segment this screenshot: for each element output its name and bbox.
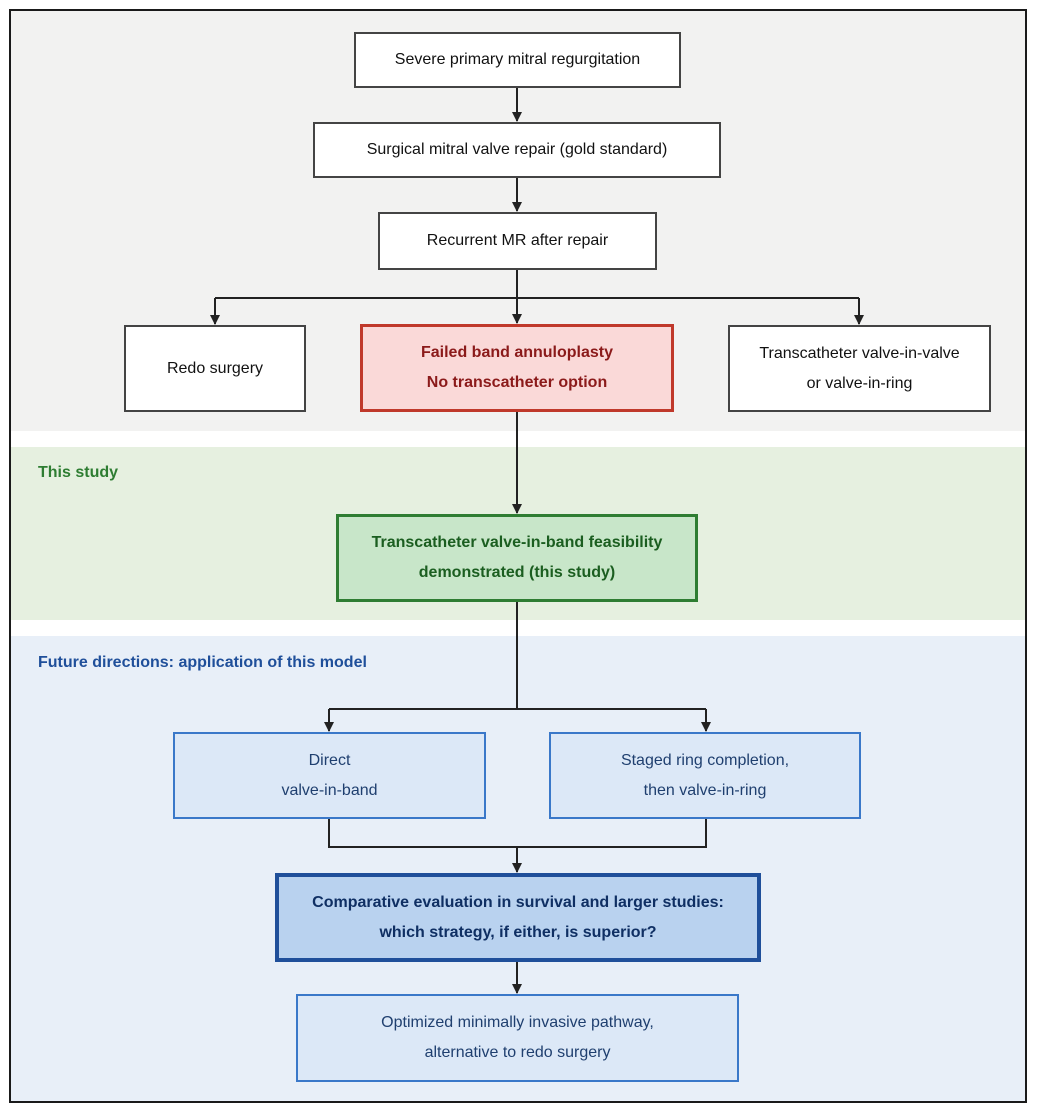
node-comparative-line1: Comparative evaluation in survival and l… (312, 893, 724, 911)
node-optimized-pathway: Optimized minimally invasive pathway, al… (296, 994, 739, 1082)
node-tc-vib-line1: Transcatheter valve-in-band feasibility (371, 534, 663, 551)
node-surgical-repair-label: Surgical mitral valve repair (gold stand… (366, 141, 668, 158)
node-recurrent-mr: Recurrent MR after repair (378, 212, 657, 270)
node-failed-band-line2: No transcatheter option (426, 374, 608, 391)
node-tc-viv-line1: Transcatheter valve-in-valve (759, 344, 960, 362)
node-staged-ring-completion: Staged ring completion, then valve-in-ri… (549, 732, 861, 819)
node-optimized-line2: alternative to redo surgery (424, 1044, 611, 1061)
node-comparative-line2: which strategy, if either, is superior? (379, 923, 657, 941)
node-staged-ring-line2: then valve-in-ring (643, 781, 767, 799)
node-comparative-evaluation: Comparative evaluation in survival and l… (275, 873, 761, 962)
node-staged-ring-line1: Staged ring completion, (620, 751, 790, 769)
node-tc-viv-line2: or valve-in-ring (806, 374, 913, 392)
node-surgical-repair: Surgical mitral valve repair (gold stand… (313, 122, 721, 178)
node-direct-vib-line1: Direct (308, 751, 351, 769)
node-severe-primary-mr-label: Severe primary mitral regurgitation (394, 51, 641, 68)
node-transcatheter-viv-vir: Transcatheter valve-in-valve or valve-in… (728, 325, 991, 412)
node-optimized-line1: Optimized minimally invasive pathway, (381, 1014, 654, 1031)
section-title-this-study: This study (38, 464, 119, 481)
outer-frame (9, 9, 1027, 1103)
node-failed-band-annuloplasty: Failed band annuloplasty No transcathete… (360, 324, 674, 412)
node-direct-valve-in-band: Direct valve-in-band (173, 732, 486, 819)
node-failed-band-line1: Failed band annuloplasty (420, 344, 614, 361)
node-redo-surgery: Redo surgery (124, 325, 306, 412)
node-redo-surgery-label: Redo surgery (166, 359, 264, 377)
section-title-future-directions: Future directions: application of this m… (38, 654, 367, 671)
node-severe-primary-mr: Severe primary mitral regurgitation (354, 32, 681, 88)
connector-merge-bar (328, 819, 707, 848)
node-valve-in-band-feasibility: Transcatheter valve-in-band feasibility … (336, 514, 698, 602)
node-recurrent-mr-label: Recurrent MR after repair (426, 232, 609, 249)
node-tc-vib-line2: demonstrated (this study) (418, 564, 616, 581)
node-direct-vib-line2: valve-in-band (281, 781, 378, 799)
